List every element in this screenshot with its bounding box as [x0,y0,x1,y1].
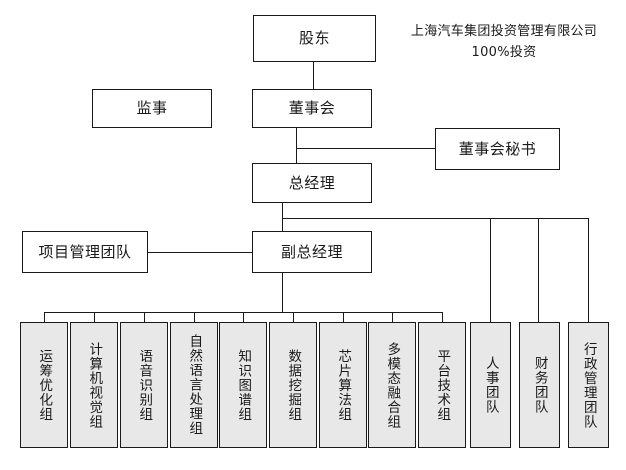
connector-rnd-4 [194,312,196,323]
node-general-manager[interactable]: 总经理 [252,163,372,203]
node-supervisor-label: 监事 [136,99,168,118]
node-rnd-group-3[interactable]: 语音识别组 [120,322,168,448]
node-support-team-1-label: 人事团队 [482,356,499,414]
node-support-team-2[interactable]: 财务团队 [519,322,560,448]
node-rnd-group-8-label: 多模态融合组 [384,341,401,429]
node-rnd-group-8[interactable]: 多模态融合组 [368,322,416,448]
node-rnd-group-3-label: 语音识别组 [136,348,153,422]
node-rnd-group-6-label: 数据挖掘组 [285,348,302,422]
node-rnd-group-1-label: 运筹优化组 [36,348,53,422]
connector-gm-stem-to-secretary [296,148,436,150]
node-rnd-group-9-label: 平台技术组 [434,348,451,422]
node-support-team-1[interactable]: 人事团队 [470,322,511,448]
connector-rnd-2 [94,312,96,323]
connector-deputy-down [282,273,284,313]
connector-rnd-7 [343,312,345,323]
connector-rnd-3 [144,312,146,323]
node-board-label: 董事会 [288,99,336,118]
node-rnd-group-7[interactable]: 芯片算法组 [319,322,367,448]
node-rnd-group-2[interactable]: 计算机视觉组 [70,322,118,448]
node-supervisor[interactable]: 监事 [92,89,212,128]
connector-support-2 [538,218,540,323]
node-board[interactable]: 董事会 [252,89,372,128]
support-bus [282,218,589,220]
node-project-management-team[interactable]: 项目管理团队 [22,231,148,273]
node-rnd-group-4-label: 自然语言处理组 [186,334,203,436]
node-board-secretary-label: 董事会秘书 [458,139,537,158]
connector-rnd-6 [293,312,295,323]
node-rnd-group-9[interactable]: 平台技术组 [418,322,466,448]
node-shareholder-label: 股东 [298,29,330,48]
connector-rnd-8 [392,312,394,323]
connector-shareholder-board [313,62,315,89]
node-rnd-group-2-label: 计算机视觉组 [86,341,103,429]
node-support-team-3-label: 行政管理团队 [580,341,597,429]
node-general-manager-label: 总经理 [288,173,336,192]
node-rnd-group-5[interactable]: 知识图谱组 [219,322,267,448]
connector-support-3 [588,218,590,323]
node-rnd-group-6[interactable]: 数据挖掘组 [269,322,317,448]
node-deputy-general-manager-label: 副总经理 [280,242,343,261]
node-support-team-2-label: 财务团队 [531,356,548,414]
connector-board-gm [296,128,298,164]
ownership-annotation-line1: 上海汽车集团投资管理有限公司 [410,24,598,39]
node-shareholder[interactable]: 股东 [253,15,376,62]
connector-pmt-deputy [148,252,252,254]
ownership-annotation-line2: 100%投资 [471,44,537,60]
node-deputy-general-manager[interactable]: 副总经理 [252,231,372,273]
node-board-secretary[interactable]: 董事会秘书 [435,128,560,170]
connector-rnd-1 [44,312,46,323]
node-rnd-group-7-label: 芯片算法组 [335,348,352,422]
connector-rnd-5 [243,312,245,323]
node-support-team-3[interactable]: 行政管理团队 [568,322,609,448]
node-rnd-group-4[interactable]: 自然语言处理组 [170,322,218,448]
node-project-management-team-label: 项目管理团队 [38,242,132,261]
node-rnd-group-5-label: 知识图谱组 [235,348,252,422]
ownership-annotation: 上海汽车集团投资管理有限公司 100%投资 [388,22,620,64]
node-rnd-group-1[interactable]: 运筹优化组 [20,322,68,448]
connector-support-1 [490,218,492,323]
connector-rnd-9 [442,312,444,323]
